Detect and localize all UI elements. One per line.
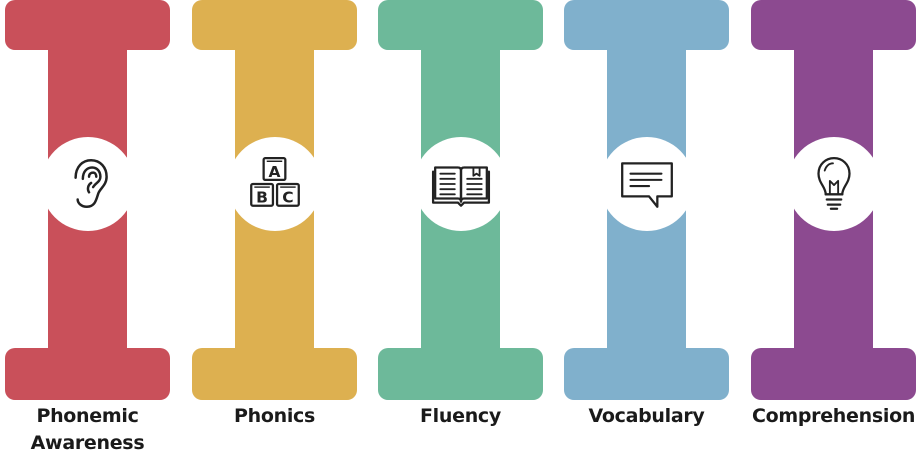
label-line: Comprehension [751,405,916,427]
icon-badge [414,137,508,231]
label-line: Phonics [233,405,316,427]
icon-badge [41,137,135,231]
pillar-phonemic-awareness: Phonemic Awareness [5,0,170,456]
speech-bubble-icon [621,162,673,208]
svg-text:B: B [256,189,268,207]
pillar-label: Fluency [358,403,563,430]
label-line: Awareness [30,432,145,454]
pillar-label: Comprehension [731,403,921,430]
label-line: Vocabulary [588,405,705,427]
abc-blocks-icon: A B C [250,157,300,207]
pillar-label: Phonics [172,403,377,430]
svg-text:A: A [268,163,280,181]
icon-badge [600,137,694,231]
open-book-icon [431,166,491,207]
label-line: Fluency [420,405,501,427]
label-line: Phonemic [36,405,139,427]
lightbulb-icon [817,157,851,210]
icon-badge [787,137,881,231]
pillar-vocabulary: Vocabulary [564,0,729,456]
pillar-fluency: Fluency [378,0,543,456]
svg-text:C: C [282,189,293,207]
pillar-phonics: A B C Phonics [192,0,357,456]
pillar-label: Vocabulary [544,403,749,430]
pillar-comprehension: Comprehension [751,0,916,456]
ear-icon [74,158,108,208]
icon-badge: A B C [228,137,322,231]
pillar-label: Phonemic Awareness [0,403,190,457]
